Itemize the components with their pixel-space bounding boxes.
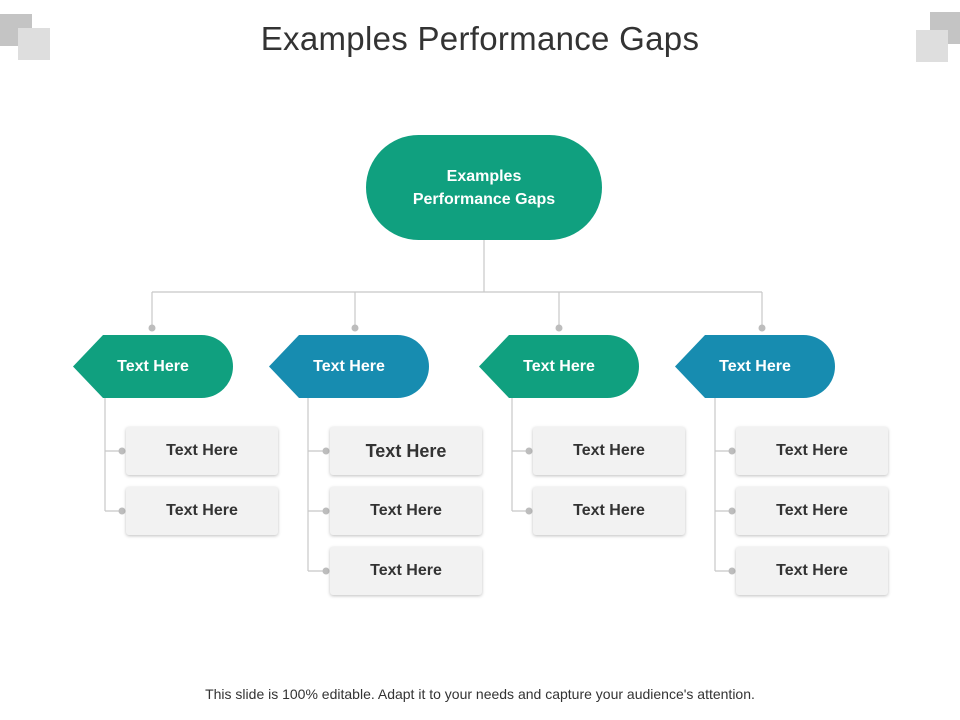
branch-dot-3-1 (525, 447, 533, 455)
branch-dot-1-2 (118, 507, 126, 515)
category-node-1: Text Here (73, 335, 233, 398)
branch-dot-4-3 (728, 567, 736, 575)
drop-dot-2 (351, 324, 359, 332)
category-node-4: Text Here (675, 335, 835, 398)
root-node-line-1: Examples (446, 167, 522, 185)
branch-dot-2-3 (322, 567, 330, 575)
branch-dot-4-1 (728, 447, 736, 455)
category-node-3: Text Here (479, 335, 639, 398)
corner-square-top-right-light (916, 30, 948, 62)
category-1-item-1: Text Here (126, 427, 278, 475)
drop-dot-4 (758, 324, 766, 332)
footer-note: This slide is 100% editable. Adapt it to… (205, 686, 755, 702)
category-2-item-1: Text Here (330, 427, 482, 475)
category-4-item-2: Text Here (736, 487, 888, 535)
category-node-2-label: Text Here (313, 357, 385, 375)
branch-dot-4-2 (728, 507, 736, 515)
category-3-item-1: Text Here (533, 427, 685, 475)
root-node: Examples Performance Gaps (366, 135, 602, 240)
branch-dot-2-1 (322, 447, 330, 455)
category-node-4-label: Text Here (719, 357, 791, 375)
branch-dot-2-2 (322, 507, 330, 515)
slide-title: Examples Performance Gaps (260, 20, 700, 57)
category-4-item-3: Text Here (736, 547, 888, 595)
root-node-line-2: Performance Gaps (412, 190, 556, 208)
branch-dot-3-2 (525, 507, 533, 515)
branch-dot-1-1 (118, 447, 126, 455)
category-3-item-2: Text Here (533, 487, 685, 535)
category-4-item-1: Text Here (736, 427, 888, 475)
corner-square-top-left-light (18, 28, 50, 60)
drop-dot-1 (148, 324, 156, 332)
category-node-2: Text Here (269, 335, 429, 398)
category-2-item-3: Text Here (330, 547, 482, 595)
category-node-1-label: Text Here (117, 357, 189, 375)
category-node-3-label: Text Here (523, 357, 595, 375)
category-2-item-2: Text Here (330, 487, 482, 535)
drop-dot-3 (555, 324, 563, 332)
category-1-item-2: Text Here (126, 487, 278, 535)
